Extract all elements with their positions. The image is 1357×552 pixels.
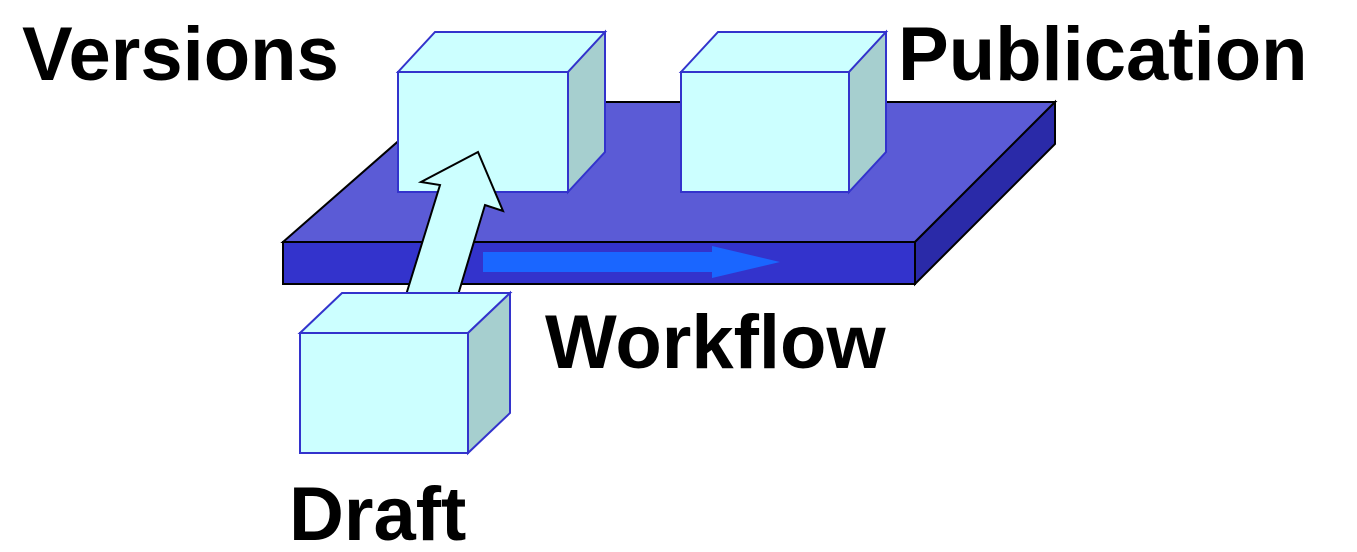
right-arrow-icon	[483, 246, 780, 278]
versions-box-front	[397, 71, 569, 193]
platform-side-face	[914, 99, 1056, 287]
publication-box	[678, 29, 889, 195]
draft-label: Draft	[289, 472, 466, 552]
versions-box	[395, 29, 608, 195]
draft-box	[297, 290, 513, 456]
draft-box-front	[299, 332, 469, 454]
up-arrow-icon	[404, 150, 505, 296]
publication-box-front	[680, 71, 850, 193]
versions-label: Versions	[22, 12, 339, 97]
publication-label: Publication	[898, 12, 1308, 97]
workflow-label: Workflow	[545, 300, 886, 385]
